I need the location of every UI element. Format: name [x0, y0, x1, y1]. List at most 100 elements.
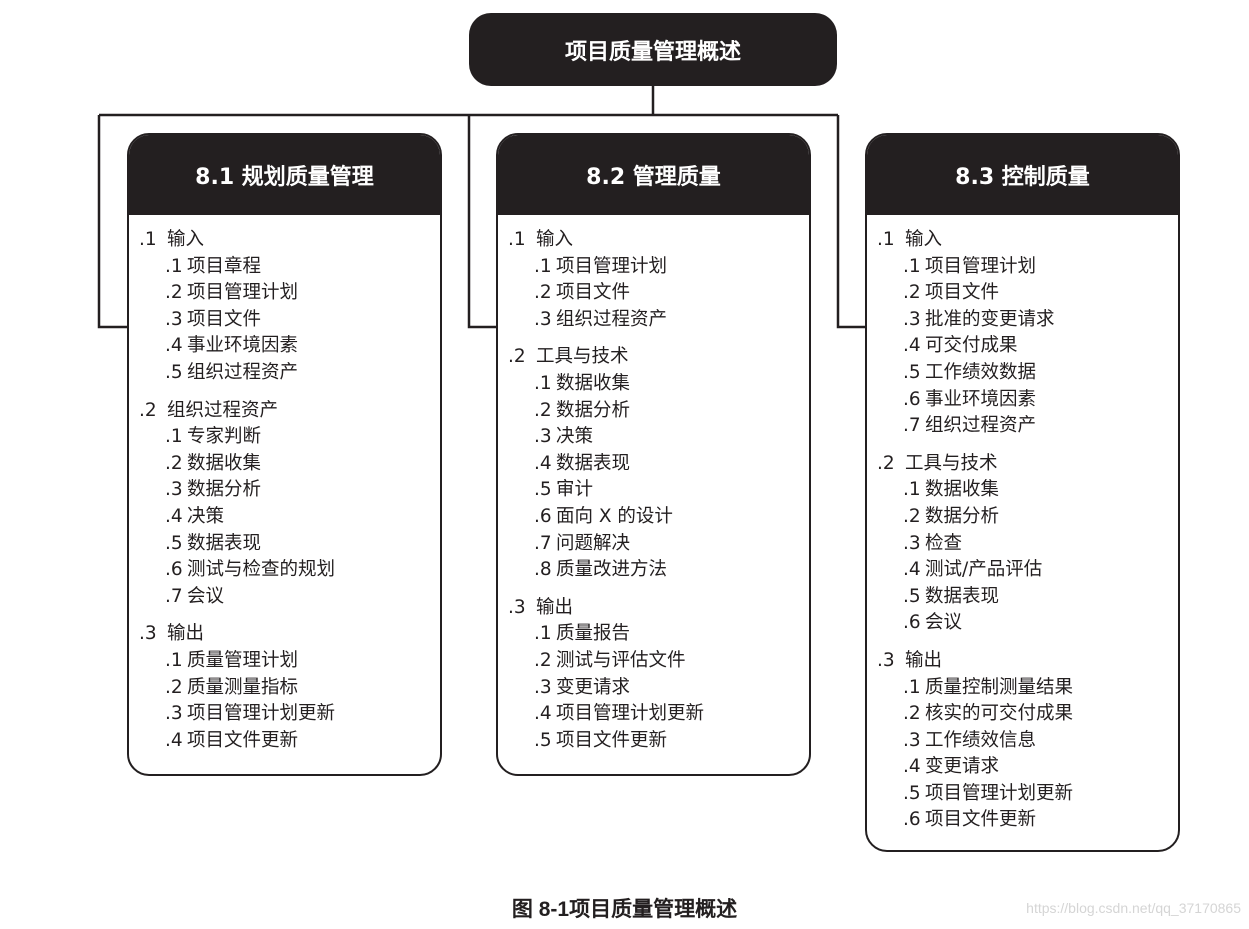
item-number: .3: [165, 479, 183, 501]
item-label: 项目文件更新: [556, 729, 668, 751]
group-label: 输入: [167, 229, 205, 250]
connector-8-3: [836, 115, 866, 329]
item-label: 测试与评估文件: [556, 649, 686, 671]
item-label: 决策: [556, 426, 594, 448]
item-number: .5: [903, 585, 921, 607]
group-number: .3: [877, 649, 895, 671]
item-label: 数据分析: [556, 399, 631, 421]
item-number: .2: [903, 282, 921, 304]
item-number: .1: [165, 255, 183, 277]
item-label: 项目管理计划更新: [187, 703, 336, 725]
group-number: .1: [877, 229, 895, 250]
item-label: 面向 X 的设计: [556, 505, 673, 527]
item-label: 项目文件更新: [925, 809, 1037, 831]
connector-8-2: [467, 115, 497, 329]
item-number: .4: [165, 335, 183, 357]
root-title: 项目质量管理概述: [564, 39, 741, 65]
item-number: .3: [903, 729, 921, 751]
item-number: .7: [534, 532, 552, 554]
item-label: 变更请求: [925, 756, 1000, 778]
item-number: .6: [903, 388, 921, 410]
item-number: .3: [534, 426, 552, 448]
item-number: .6: [903, 612, 921, 634]
item-label: 事业环境因素: [187, 335, 299, 357]
item-label: 组织过程资产: [925, 415, 1037, 437]
item-label: 质量改进方法: [556, 559, 668, 581]
item-number: .2: [534, 649, 552, 671]
item-label: 项目管理计划: [925, 255, 1037, 277]
item-number: .2: [534, 282, 552, 304]
item-number: .7: [903, 415, 921, 437]
item-number: .2: [903, 505, 921, 527]
item-number: .6: [534, 505, 552, 527]
item-label: 测试/产品评估: [925, 559, 1043, 581]
item-number: .5: [903, 782, 921, 804]
item-label: 会议: [925, 612, 963, 634]
item-label: 事业环境因素: [925, 388, 1037, 410]
item-label: 质量测量指标: [187, 676, 299, 698]
item-label: 专家判断: [187, 426, 262, 448]
group-number: .2: [877, 452, 895, 474]
process-header: 8.1 规划质量管理: [129, 135, 440, 215]
group-number: .2: [508, 346, 526, 368]
item-label: 工作绩效信息: [925, 729, 1037, 751]
item-number: .2: [165, 452, 183, 474]
process-header: 8.2 管理质量: [498, 135, 809, 215]
item-label: 测试与检查的规划: [187, 559, 336, 581]
item-label: 数据表现: [187, 532, 262, 554]
item-label: 工作绩效数据: [925, 361, 1037, 383]
group-number: .3: [508, 596, 526, 618]
item-number: .3: [534, 676, 552, 698]
item-label: 会议: [187, 585, 225, 607]
connector-8-1: [97, 115, 128, 329]
item-number: .5: [534, 479, 552, 501]
item-number: .2: [534, 399, 552, 421]
item-number: .5: [165, 532, 183, 554]
item-label: 数据收集: [925, 479, 1000, 501]
item-number: .4: [534, 452, 552, 474]
item-number: .1: [903, 479, 921, 501]
item-label: 质量控制测量结果: [925, 676, 1074, 698]
item-number: .1: [534, 623, 552, 645]
item-number: .6: [165, 559, 183, 581]
item-number: .4: [903, 559, 921, 581]
item-label: 数据收集: [556, 372, 631, 394]
item-number: .5: [903, 361, 921, 383]
item-number: .7: [165, 585, 183, 607]
item-number: .1: [165, 649, 183, 671]
item-number: .5: [534, 729, 552, 751]
item-number: .3: [165, 308, 183, 330]
